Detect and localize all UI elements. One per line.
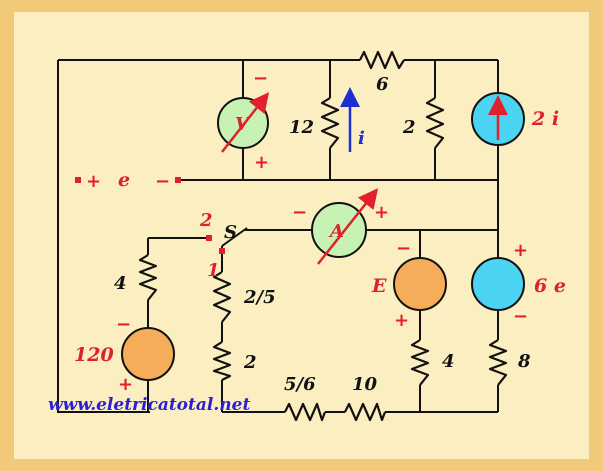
label-e: e bbox=[118, 169, 130, 191]
ammeter-minus: − bbox=[292, 202, 307, 223]
label-r-4-left: 4 bbox=[114, 273, 127, 294]
voltmeter-minus: − bbox=[253, 68, 268, 89]
site-url: www.eletricatotal.net bbox=[48, 395, 250, 415]
voltage-source-120 bbox=[121, 327, 175, 381]
resistor-4-left bbox=[138, 254, 158, 301]
label-source-6e: 6 e bbox=[534, 275, 566, 297]
label-source-E: E bbox=[371, 275, 387, 297]
voltmeter-label: V bbox=[235, 114, 251, 135]
resistor-12 bbox=[320, 97, 340, 149]
ammeter-plus: + bbox=[374, 202, 389, 223]
background-panel bbox=[14, 12, 589, 459]
source-6e-minus: − bbox=[513, 306, 528, 327]
label-switch-2: 2 bbox=[199, 210, 213, 231]
label-switch-s: S bbox=[224, 222, 237, 243]
ammeter: A bbox=[311, 188, 379, 265]
label-r-4-right: 4 bbox=[442, 351, 455, 372]
resistor-2-bottom bbox=[212, 341, 232, 381]
label-source-2i: 2 i bbox=[531, 108, 559, 130]
terminal-minus-sign: − bbox=[155, 171, 170, 192]
label-r-5-6: 5/6 bbox=[284, 374, 316, 395]
label-r-2-top: 2 bbox=[402, 117, 416, 138]
resistor-8 bbox=[488, 339, 508, 386]
terminal-plus-sign: + bbox=[86, 171, 101, 192]
label-r-2-5: 2/5 bbox=[243, 287, 276, 308]
label-source-120: 120 bbox=[74, 344, 114, 366]
label-r-2-bottom: 2 bbox=[243, 352, 257, 373]
resistor-2-top bbox=[425, 97, 445, 149]
label-r-10: 10 bbox=[352, 374, 378, 395]
resistor-6 bbox=[359, 50, 405, 70]
current-source-2i bbox=[471, 92, 525, 146]
resistor-2-5 bbox=[212, 271, 232, 323]
resistor-5-6 bbox=[284, 402, 327, 422]
ammeter-label: A bbox=[328, 221, 344, 242]
resistor-10 bbox=[344, 402, 387, 422]
voltage-source-E bbox=[393, 257, 447, 311]
voltmeter-plus: + bbox=[254, 152, 269, 173]
label-current-i: i bbox=[358, 128, 365, 149]
label-r-top: 6 bbox=[376, 74, 389, 95]
source-E-plus: + bbox=[394, 310, 409, 331]
source-6e-plus: + bbox=[513, 240, 528, 261]
voltmeter: V bbox=[217, 92, 270, 153]
resistor-4-right bbox=[410, 339, 430, 386]
switch-s bbox=[206, 227, 248, 254]
wires bbox=[57, 59, 499, 413]
label-r-8: 8 bbox=[517, 351, 531, 372]
label-switch-1: 1 bbox=[207, 260, 220, 281]
terminal-e-plus bbox=[75, 177, 81, 183]
terminal-e-minus bbox=[175, 177, 181, 183]
source-120-minus: − bbox=[116, 314, 131, 335]
voltage-source-6e bbox=[471, 257, 525, 311]
source-120-plus: + bbox=[118, 374, 133, 395]
source-E-minus: − bbox=[396, 238, 411, 259]
resistors bbox=[138, 50, 508, 422]
label-r-12: 12 bbox=[289, 117, 314, 138]
